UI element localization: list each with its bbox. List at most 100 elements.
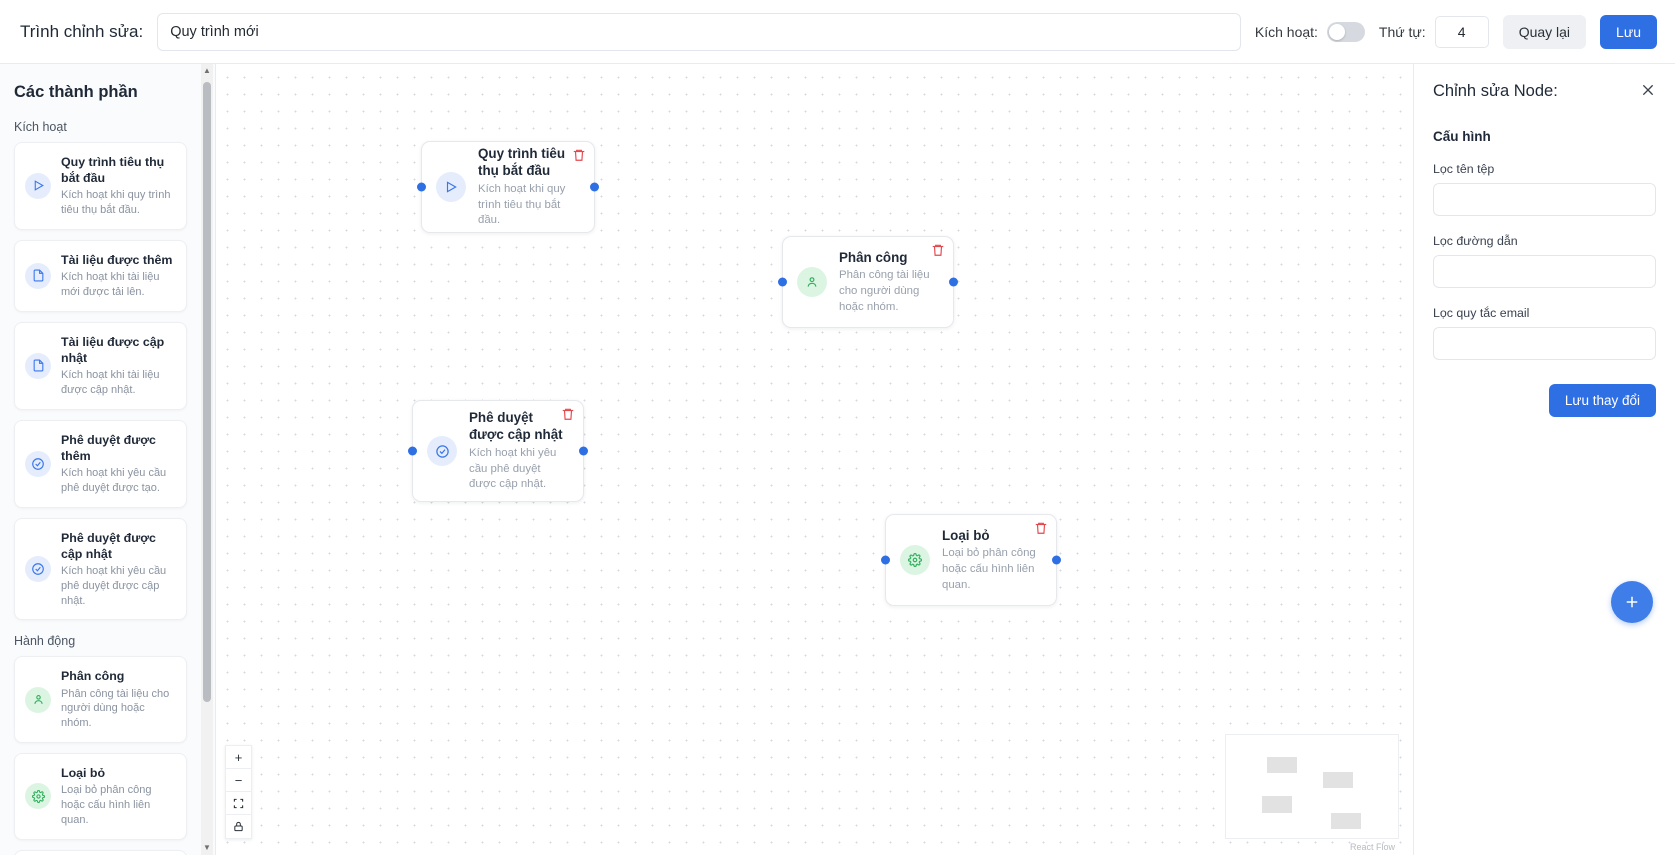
toggle-knob xyxy=(1328,23,1345,40)
scroll-down-arrow[interactable]: ▼ xyxy=(203,843,211,852)
node-handle-source[interactable] xyxy=(590,182,599,192)
node-handle-target[interactable] xyxy=(417,182,426,192)
components-list: Các thành phần Kích hoạt Quy trình tiêu … xyxy=(0,64,201,855)
active-label: Kích hoạt: xyxy=(1254,23,1318,40)
delete-icon[interactable] xyxy=(1034,521,1048,535)
component-desc: Phân công tài liệu cho người dùng hoặc n… xyxy=(61,687,170,730)
node-handle-source[interactable] xyxy=(1052,555,1061,565)
components-sidebar: Các thành phần Kích hoạt Quy trình tiêu … xyxy=(0,64,216,855)
check-circle-icon xyxy=(25,556,51,583)
component-name: Phân công xyxy=(61,669,125,684)
play-icon xyxy=(25,172,51,199)
inspector-actions: Lưu thay đổi xyxy=(1433,384,1656,417)
scroll-up-arrow[interactable]: ▲ xyxy=(203,66,211,75)
node-inspector-panel: Chỉnh sửa Node: Cấu hình Lọc tên tệp Lọc… xyxy=(1413,64,1675,855)
node-handle-target[interactable] xyxy=(408,446,417,456)
minimap-node xyxy=(1331,813,1361,829)
delete-icon[interactable] xyxy=(561,407,575,421)
editor-label: Trình chỉnh sửa: xyxy=(20,21,144,41)
field-label-filename-filter: Lọc tên tệp xyxy=(1433,162,1495,176)
component-desc: Loại bỏ phân công hoặc cấu hình liên qua… xyxy=(61,784,152,826)
node-handle-source[interactable] xyxy=(949,277,958,287)
active-toggle[interactable] xyxy=(1326,21,1365,42)
order-group: Thứ tự: xyxy=(1378,15,1489,48)
flow-node-name: Quy trình tiêu thụ bắt đầu xyxy=(478,145,566,179)
component-name: Quy trình tiêu thụ bắt đầu xyxy=(61,155,165,186)
user-icon xyxy=(25,686,51,713)
flow-node-name: Phê duyệt được cập nhật xyxy=(469,409,563,443)
document-icon xyxy=(25,352,51,379)
gear-icon xyxy=(25,783,51,810)
flow-node-assign[interactable]: Phân công Phân công tài liệu cho người d… xyxy=(778,236,958,328)
document-icon xyxy=(25,262,51,289)
flow-minimap[interactable]: React Flow xyxy=(1225,734,1399,852)
fit-view-icon[interactable] xyxy=(226,792,251,815)
zoom-in-button[interactable]: + xyxy=(226,746,251,769)
component-desc: Kích hoạt khi yêu cầu phê duyệt được cập… xyxy=(61,564,167,607)
editor-body: Các thành phần Kích hoạt Quy trình tiêu … xyxy=(0,64,1675,855)
flow-node-name: Loại bỏ xyxy=(942,527,990,543)
component-card-document-updated[interactable]: Tài liệu được cập nhật Kích hoạt khi tài… xyxy=(14,321,187,410)
lock-icon[interactable] xyxy=(226,815,251,838)
check-circle-icon xyxy=(427,436,457,466)
save-button[interactable]: Lưu xyxy=(1600,14,1657,49)
play-icon xyxy=(436,172,466,202)
order-input[interactable] xyxy=(1434,15,1489,48)
workflow-title-input[interactable] xyxy=(157,12,1241,51)
filename-filter-input[interactable] xyxy=(1433,183,1656,216)
node-handle-target[interactable] xyxy=(778,277,787,287)
flow-node-remove[interactable]: Loại bỏ Loại bỏ phân công hoặc cấu hình … xyxy=(881,514,1061,606)
gear-icon xyxy=(900,545,930,575)
component-card-remove[interactable]: Loại bỏ Loại bỏ phân công hoặc cấu hình … xyxy=(14,753,187,840)
add-node-fab[interactable] xyxy=(1611,581,1653,623)
delete-icon[interactable] xyxy=(931,243,945,257)
zoom-out-button[interactable]: − xyxy=(226,769,251,792)
flow-node-desc: Kích hoạt khi yêu cầu phê duyệt được cập… xyxy=(469,446,557,491)
inspector-title: Chỉnh sửa Node: xyxy=(1433,82,1558,100)
minimap-node xyxy=(1262,796,1292,813)
component-desc: Kích hoạt khi tài liệu mới được tải lên. xyxy=(61,271,160,298)
component-card-document-added[interactable]: Tài liệu được thêm Kích hoạt khi tài liệ… xyxy=(14,239,187,312)
component-desc: Kích hoạt khi yêu cầu phê duyệt được tạo… xyxy=(61,466,167,494)
scrollbar-track[interactable] xyxy=(201,78,213,841)
flow-node-desc: Kích hoạt khi quy trình tiêu thụ bắt đầu… xyxy=(478,182,566,227)
check-circle-icon xyxy=(25,450,51,477)
section-label-triggers: Kích hoạt xyxy=(14,120,67,134)
plus-icon xyxy=(1626,596,1638,608)
delete-icon[interactable] xyxy=(572,148,586,162)
component-card-approval-updated[interactable]: Phê duyệt được cập nhật Kích hoạt khi yê… xyxy=(14,517,187,621)
sidebar-scrollbar[interactable]: ▲ ▼ xyxy=(201,64,213,855)
component-name: Tài liệu được thêm xyxy=(61,252,173,267)
flow-node-desc: Loại bỏ phân công hoặc cấu hình liên qua… xyxy=(942,547,1036,591)
component-card-assign[interactable]: Phân công Phân công tài liệu cho người d… xyxy=(14,656,187,744)
flow-node-approval-updated[interactable]: Phê duyệt được cập nhật Kích hoạt khi yê… xyxy=(408,400,588,502)
path-filter-input[interactable] xyxy=(1433,255,1656,288)
flow-controls: + − xyxy=(225,745,252,839)
editor-header: Trình chỉnh sửa: Kích hoạt: Thứ tự: Quay… xyxy=(0,0,1675,64)
component-card-assign-with-approval[interactable]: Phân công với phê duyệt Phân công tài li… xyxy=(14,849,187,855)
minimap-node xyxy=(1323,772,1353,788)
field-label-email-rule-filter: Lọc quy tắc email xyxy=(1433,306,1530,320)
user-icon xyxy=(797,267,827,297)
component-card-process-start[interactable]: Quy trình tiêu thụ bắt đầu Kích hoạt khi… xyxy=(14,142,187,230)
flow-node-desc: Phân công tài liệu cho người dùng hoặc n… xyxy=(839,269,930,313)
close-icon[interactable] xyxy=(1640,82,1656,98)
component-desc: Kích hoạt khi tài liệu được cập nhật. xyxy=(61,369,160,396)
order-label: Thứ tự: xyxy=(1378,23,1426,40)
component-name: Loại bỏ xyxy=(61,766,106,781)
component-card-approval-added[interactable]: Phê duyệt được thêm Kích hoạt khi yêu cầ… xyxy=(14,419,187,508)
inspector-header: Chỉnh sửa Node: xyxy=(1433,82,1656,101)
flow-canvas[interactable]: Quy trình tiêu thụ bắt đầu Kích hoạt khi… xyxy=(216,64,1413,855)
node-handle-target[interactable] xyxy=(881,555,890,565)
back-button[interactable]: Quay lại xyxy=(1502,14,1587,49)
section-label-actions: Hành động xyxy=(14,634,76,649)
node-handle-source[interactable] xyxy=(579,446,588,456)
email-rule-filter-input[interactable] xyxy=(1433,327,1656,360)
sidebar-title: Các thành phần xyxy=(14,83,138,101)
save-changes-button[interactable]: Lưu thay đổi xyxy=(1548,384,1656,417)
flow-node-process-start[interactable]: Quy trình tiêu thụ bắt đầu Kích hoạt khi… xyxy=(417,141,599,233)
scrollbar-thumb[interactable] xyxy=(203,82,211,702)
flow-node-name: Phân công xyxy=(839,249,908,265)
component-desc: Kích hoạt khi quy trình tiêu thụ bắt đầu… xyxy=(61,189,171,217)
